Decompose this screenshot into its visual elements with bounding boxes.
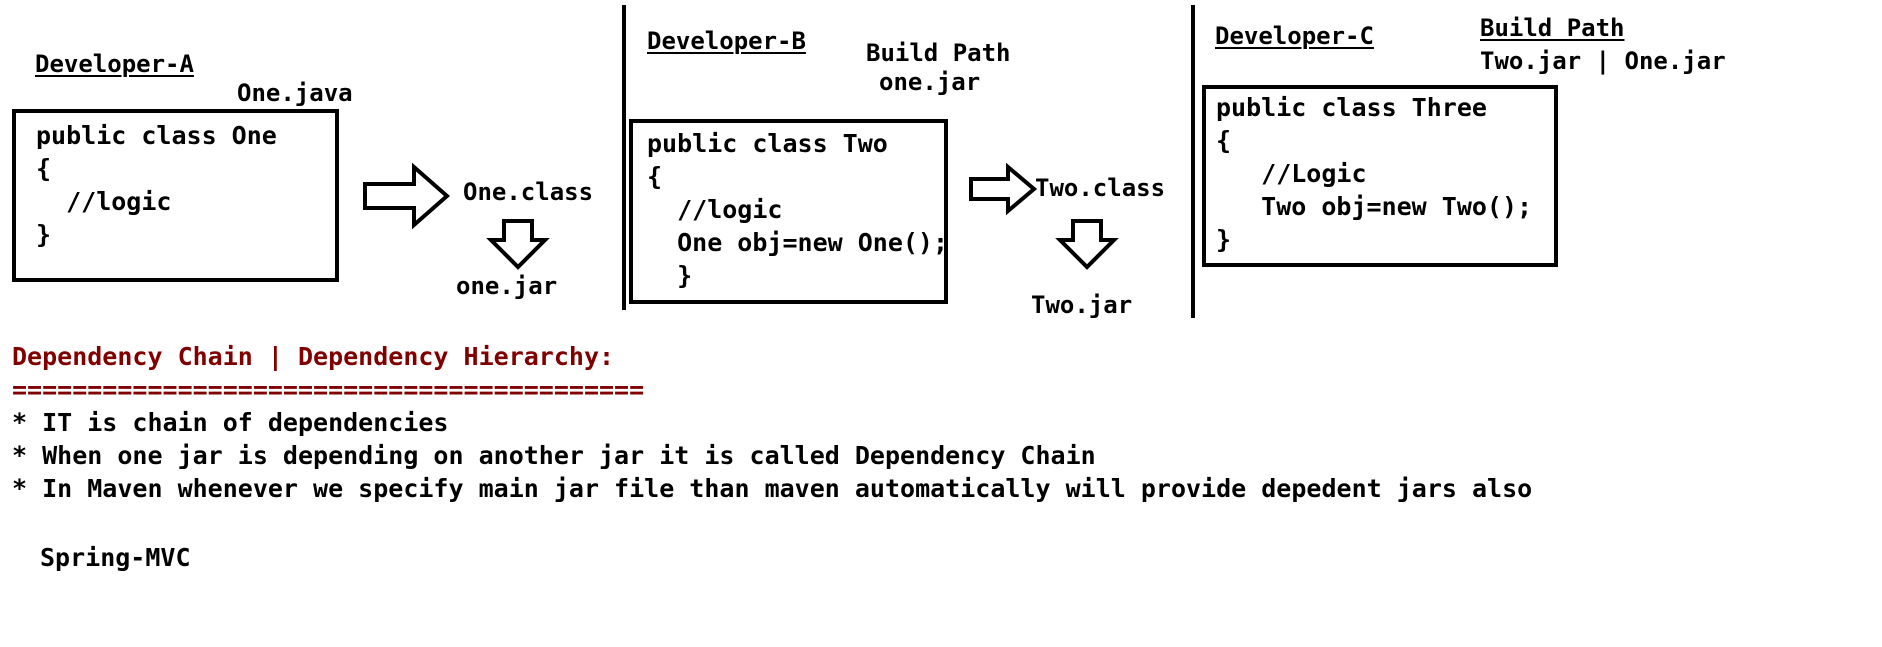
developer-a-heading: Developer-A xyxy=(35,50,194,78)
note-bullet: * When one jar is depending on another j… xyxy=(12,441,1096,470)
notes-heading: Dependency Chain | Dependency Hierarchy: xyxy=(12,342,615,371)
build-path-value: one.jar xyxy=(879,68,981,96)
two-jar-label: Two.jar xyxy=(1031,291,1133,319)
code-line: public class One xyxy=(36,121,277,150)
build-path-title: Build Path xyxy=(866,39,1011,67)
developer-b-heading: Developer-B xyxy=(647,27,806,55)
down-arrow-icon xyxy=(486,219,550,270)
class-three-code-box: public class Three { //Logic Two obj=new… xyxy=(1202,85,1558,267)
build-path-value: Two.jar | One.jar xyxy=(1480,47,1726,75)
one-java-label: One.java xyxy=(237,79,353,107)
one-jar-label: one.jar xyxy=(456,272,558,300)
class-two-code-box: public class Two { //logic One obj=new O… xyxy=(629,119,948,304)
code-line: { xyxy=(1216,126,1232,155)
build-path-title: Build Path xyxy=(1480,14,1625,42)
note-bullet: * In Maven whenever we specify main jar … xyxy=(12,474,1533,503)
code-line: Two obj=new Two(); xyxy=(1216,192,1533,221)
code-line: { xyxy=(647,162,663,191)
right-arrow-icon xyxy=(969,162,1038,216)
section-divider xyxy=(1191,5,1195,318)
right-arrow-icon xyxy=(363,162,451,230)
code-line: public class Two xyxy=(647,129,888,158)
notes-rule: ========================================… xyxy=(12,375,645,404)
down-arrow-icon xyxy=(1055,219,1119,270)
class-one-code-box: public class One { //logic } xyxy=(12,109,339,282)
code-line: } xyxy=(1216,225,1232,254)
code-line: public class Three xyxy=(1216,93,1487,122)
code-line: { xyxy=(36,154,52,183)
section-divider xyxy=(622,5,626,310)
note-bullet: * IT is chain of dependencies xyxy=(12,408,449,437)
two-class-label: Two.class xyxy=(1035,174,1166,202)
developer-c-heading: Developer-C xyxy=(1215,22,1374,50)
example-label: Spring-MVC xyxy=(40,543,191,572)
code-line: //logic xyxy=(36,187,172,216)
one-class-label: One.class xyxy=(463,178,594,206)
code-line: //Logic xyxy=(1216,159,1367,188)
code-line: One obj=new One(); xyxy=(647,228,949,257)
code-line: //logic xyxy=(647,195,783,224)
code-line: } xyxy=(36,220,52,249)
code-line: } xyxy=(647,261,693,290)
